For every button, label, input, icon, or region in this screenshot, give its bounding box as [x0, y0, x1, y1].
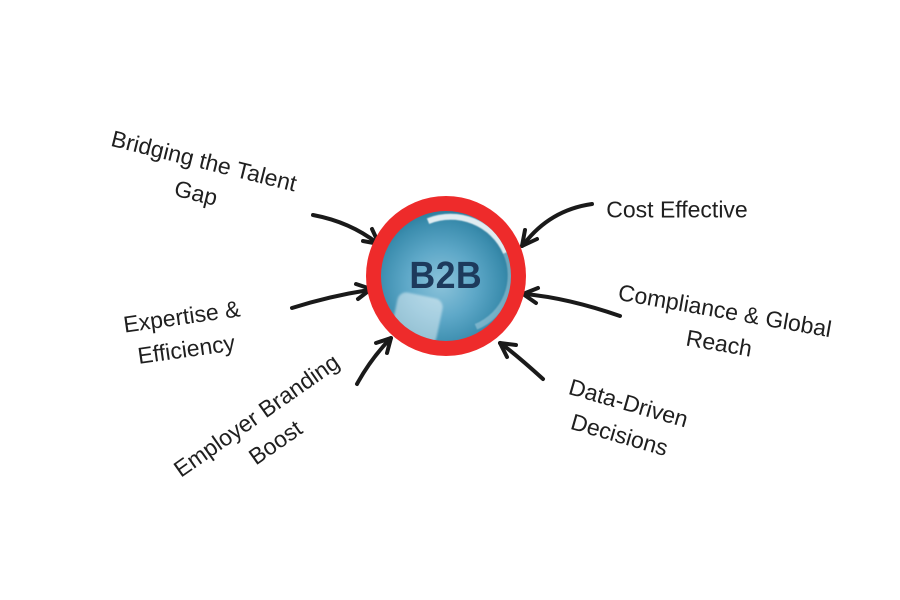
label-cost-effective: Cost Effective	[606, 194, 747, 227]
arrow-cost-icon	[520, 202, 594, 248]
arrow-compliance-icon	[521, 286, 622, 318]
hub-label: B2B	[409, 254, 483, 297]
arrow-employer-icon	[355, 336, 393, 386]
b2b-sphere: B2B	[381, 211, 511, 341]
sphere-reflection	[389, 290, 445, 341]
arrow-expertise-icon	[290, 282, 373, 310]
b2b-hub-ring: B2B	[366, 196, 526, 356]
arrow-bridging-icon	[311, 213, 381, 246]
arrow-datadriven-icon	[498, 341, 545, 381]
label-line: Cost Effective	[606, 196, 748, 223]
